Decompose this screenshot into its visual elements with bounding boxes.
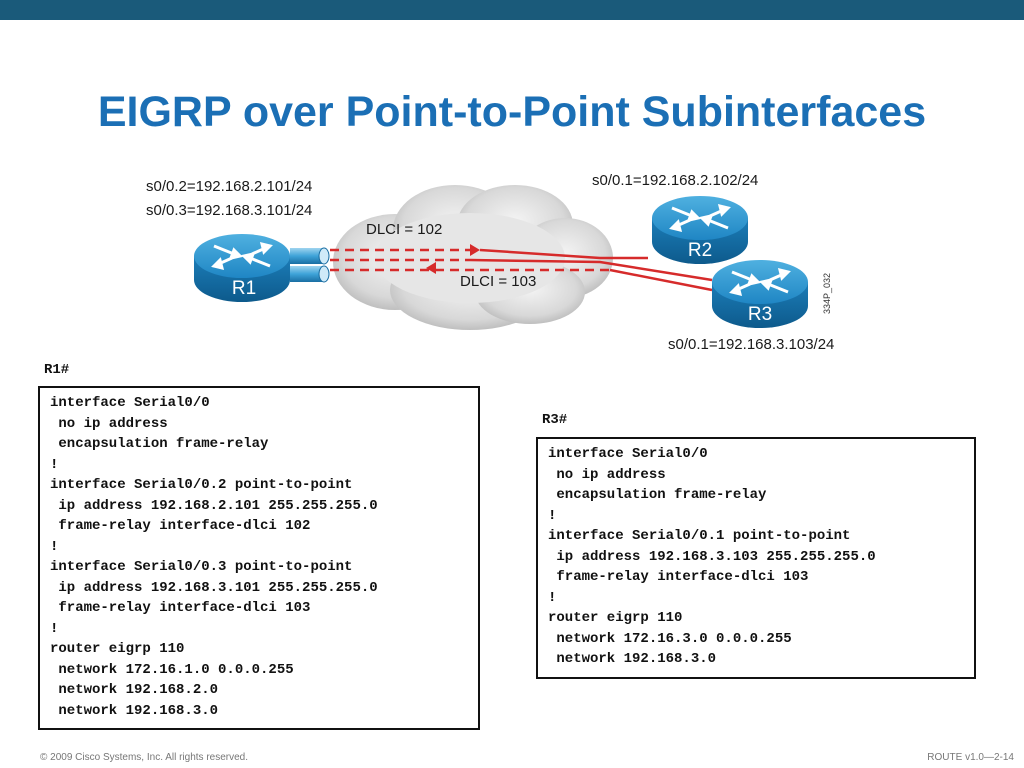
- r3-config-lines: interface Serial0/0 no ip address encaps…: [548, 444, 974, 670]
- dlci-102-label: DLCI = 102: [366, 221, 442, 238]
- copyright-footer: © 2009 Cisco Systems, Inc. All rights re…: [40, 752, 249, 763]
- r1-config-line: ip address 192.168.2.101 255.255.255.0: [50, 497, 378, 514]
- r1-subif-02-label: s0/0.2=192.168.2.101/24: [146, 178, 313, 195]
- r1-config-line: network 192.168.3.0: [50, 702, 219, 719]
- router-r1[interactable]: [194, 234, 290, 302]
- r1-config-line: encapsulation frame-relay: [50, 436, 269, 452]
- r3-config-box: interface Serial0/0 no ip address encaps…: [536, 437, 976, 679]
- figure-id: 334P_032: [822, 272, 832, 314]
- router-r1-label: R1: [232, 278, 256, 299]
- r1-config-line: interface Serial0/0: [50, 395, 210, 411]
- r3-config-line: !: [548, 507, 557, 524]
- r2-subif-label: s0/0.1=192.168.2.102/24: [592, 172, 759, 189]
- r1-config-box: interface Serial0/0 no ip address encaps…: [38, 386, 480, 730]
- router-r3[interactable]: [712, 260, 808, 328]
- r1-config-line: !: [50, 456, 59, 473]
- r1-config-line: interface Serial0/0.2 point-to-point: [50, 477, 353, 493]
- slide-title: EIGRP over Point-to-Point Subinterfaces: [97, 88, 927, 136]
- top-accent-bar: [0, 0, 1024, 20]
- r3-prompt: R3#: [542, 412, 568, 428]
- r1-config-line: interface Serial0/0.3 point-to-point: [50, 559, 353, 575]
- r1-subif-03-label: s0/0.3=192.168.3.101/24: [146, 202, 313, 219]
- r3-config-line: interface Serial0/0: [548, 446, 708, 462]
- r3-config-line: interface Serial0/0.1 point-to-point: [548, 528, 851, 544]
- r3-config-line: frame-relay interface-dlci 103: [548, 569, 809, 585]
- pvc-links: [330, 244, 713, 292]
- r1-prompt: R1#: [44, 362, 70, 378]
- r3-config-line: network 192.168.3.0: [548, 651, 717, 667]
- r1-config-line: frame-relay interface-dlci 102: [50, 518, 311, 534]
- frame-relay-cloud: [333, 185, 613, 330]
- r1-config-line: ip address 192.168.3.101 255.255.255.0: [50, 579, 378, 596]
- r3-config-line: ip address 192.168.3.103 255.255.255.0: [548, 548, 876, 565]
- router-r3-label: R3: [748, 304, 772, 325]
- dlci-103-label: DLCI = 103: [460, 273, 536, 290]
- r3-config-line: no ip address: [548, 466, 666, 483]
- router-r2-label: R2: [688, 240, 712, 261]
- r3-config-line: !: [548, 589, 557, 606]
- r1-config-line: network 172.16.1.0 0.0.0.255: [50, 661, 294, 678]
- r1-config-line: network 192.168.2.0: [50, 682, 219, 698]
- r1-serial-tubes: [290, 247, 330, 283]
- r1-config-line: !: [50, 620, 59, 637]
- router-r2[interactable]: [652, 196, 748, 264]
- r3-config-line: encapsulation frame-relay: [548, 487, 767, 503]
- r1-config-line: frame-relay interface-dlci 103: [50, 600, 311, 616]
- slide-number-footer: ROUTE v1.0—2-14: [927, 752, 1014, 763]
- r1-config-line: !: [50, 538, 59, 555]
- network-diagram: R1 R2 R3 DLCI = 102 DLCI = 103: [194, 185, 808, 330]
- r1-config-line: no ip address: [50, 415, 168, 432]
- r3-subif-label: s0/0.1=192.168.3.103/24: [668, 336, 835, 353]
- r1-config-line: router eigrp 110: [50, 641, 185, 657]
- r3-config-line: router eigrp 110: [548, 610, 683, 626]
- r3-config-line: network 172.16.3.0 0.0.0.255: [548, 630, 792, 647]
- r1-config-lines: interface Serial0/0 no ip address encaps…: [50, 393, 478, 721]
